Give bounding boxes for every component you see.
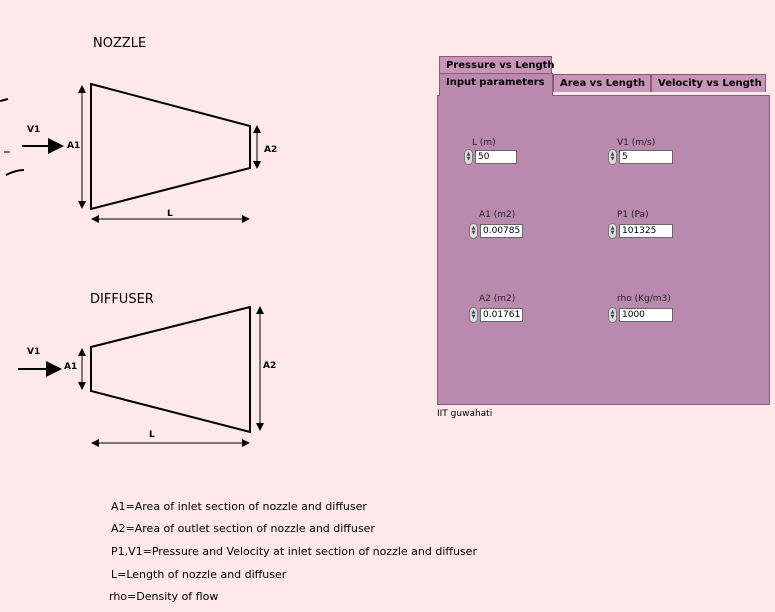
a2-spinner[interactable]: ▲▼: [469, 307, 478, 323]
legend-l: L=Length of nozzle and diffuser: [111, 568, 287, 581]
v1-input[interactable]: 5: [619, 150, 673, 164]
tab-control: Pressure vs Length Input parameters Area…: [437, 55, 770, 405]
nozzle-shape: [90, 82, 251, 211]
v1-control: ▲▼ 5: [608, 149, 673, 165]
a1-input[interactable]: 0.00785: [480, 224, 523, 238]
stray-mark: [5, 169, 25, 176]
down-arrow-icon: ▼: [471, 314, 476, 320]
a2-label: A2 (m2): [479, 294, 516, 304]
rho-spinner[interactable]: ▲▼: [608, 307, 617, 323]
down-arrow-icon: ▼: [471, 230, 476, 236]
legend-p1-v1: P1,V1=Pressure and Velocity at inlet sec…: [111, 545, 477, 558]
l-control: ▲▼ 50: [464, 149, 517, 165]
tab-input-parameters[interactable]: Input parameters: [439, 73, 553, 96]
legend-rho: rho=Density of flow: [109, 590, 219, 603]
diffuser-shape: [90, 305, 251, 434]
nozzle-title: NOZZLE: [93, 36, 147, 51]
p1-input[interactable]: 101325: [619, 224, 673, 238]
nozzle-a2-label: A2: [264, 145, 278, 155]
footer-credit: IIT guwahati: [437, 409, 493, 419]
p1-control: ▲▼ 101325: [608, 223, 673, 239]
a1-label: A1 (m2): [479, 210, 516, 220]
legend-a1: A1=Area of inlet section of nozzle and d…: [111, 500, 367, 513]
up-arrow-icon: ▲: [471, 225, 476, 231]
up-arrow-icon: ▲: [610, 309, 615, 315]
diffuser-title: DIFFUSER: [90, 292, 154, 307]
a1-control: ▲▼ 0.00785: [469, 223, 523, 239]
l-input[interactable]: 50: [475, 150, 517, 164]
a1-spinner[interactable]: ▲▼: [469, 223, 478, 239]
a2-input[interactable]: 0.01761: [480, 308, 523, 322]
rho-control: ▲▼ 1000: [608, 307, 673, 323]
down-arrow-icon: ▼: [610, 230, 615, 236]
legend-a2: A2=Area of outlet section of nozzle and …: [111, 522, 375, 535]
l-spinner[interactable]: ▲▼: [464, 149, 473, 165]
tab-pressure-vs-length[interactable]: Pressure vs Length: [439, 56, 555, 74]
nozzle-l-label: L: [167, 209, 173, 219]
up-arrow-icon: ▲: [471, 309, 476, 315]
diffuser-l-label: L: [149, 430, 155, 440]
rho-label: rho (Kg/m3): [617, 294, 671, 304]
input-parameters-panel: L (m) ▲▼ 50 V1 (m/s) ▲▼ 5 A1 (m2) ▲▼ 0.0…: [437, 95, 770, 405]
rho-input[interactable]: 1000: [619, 308, 673, 322]
p1-label: P1 (Pa): [617, 210, 649, 220]
v1-label: V1 (m/s): [617, 138, 656, 148]
nozzle-v1-label: V1: [27, 125, 41, 135]
diffuser-a1-label: A1: [64, 362, 78, 372]
stray-mark: [0, 98, 9, 102]
tab-area-vs-length[interactable]: Area vs Length: [553, 74, 651, 92]
a2-control: ▲▼ 0.01761: [469, 307, 523, 323]
down-arrow-icon: ▼: [466, 156, 471, 162]
up-arrow-icon: ▲: [610, 151, 615, 157]
diffuser-a2-label: A2: [263, 361, 277, 371]
down-arrow-icon: ▼: [610, 156, 615, 162]
v1-spinner[interactable]: ▲▼: [608, 149, 617, 165]
down-arrow-icon: ▼: [610, 314, 615, 320]
up-arrow-icon: ▲: [610, 225, 615, 231]
nozzle-a1-label: A1: [67, 141, 81, 151]
up-arrow-icon: ▲: [466, 151, 471, 157]
diffuser-v1-label: V1: [27, 347, 41, 357]
p1-spinner[interactable]: ▲▼: [608, 223, 617, 239]
l-label: L (m): [472, 138, 496, 148]
tab-velocity-vs-length[interactable]: Velocity vs Length: [651, 74, 766, 92]
